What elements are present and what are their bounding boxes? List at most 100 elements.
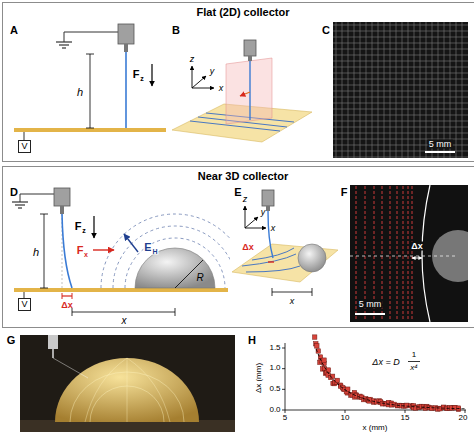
offset-label: Δx [60,301,73,310]
sphere-image [432,230,468,282]
grid-fiber [333,97,468,98]
grid-fiber [342,22,343,158]
tick-label: 10 [340,414,351,422]
data-point [315,344,319,348]
ground-symbol [15,204,25,205]
fiber-line [252,248,294,260]
figure-panel: Flat (2D) collectorV [2,2,474,162]
grid-fiber [456,22,457,158]
voltage-wire [24,132,25,140]
ground-wire [64,32,118,42]
grid-fiber [444,22,445,158]
fiber-line [397,186,398,321]
force-label: F [76,245,85,256]
field-arrow [124,234,138,252]
data-point [326,368,330,372]
jet [249,61,250,120]
data-point [452,405,456,409]
hemisphere [135,248,215,288]
scale-bar [425,151,455,153]
fiber-line [412,186,413,321]
tick [282,348,285,349]
tick [285,410,286,413]
axis-title: Δx (mm) [255,362,263,394]
data-point [405,403,409,407]
axis-arrow [245,228,266,229]
ground-wire [20,194,54,202]
grid-fiber [414,22,415,158]
grid-fiber [426,22,427,158]
grid-fiber [372,22,373,158]
axis-title: x (mm) [362,424,389,432]
photo-nozzle [48,335,58,349]
fiber-line [390,186,391,321]
tick [282,368,285,369]
tick-label: 5 [282,414,288,422]
grid-fiber [333,67,468,68]
axis-arrow [245,217,258,228]
grid-fiber [450,22,451,158]
grid-fiber [333,55,468,56]
ground-symbol [56,41,72,42]
axis-label: x [270,224,277,233]
axis-arrow [245,206,246,228]
grid-fiber [333,37,468,38]
flat-3d-sketch [172,40,312,142]
y-axis [285,343,286,410]
radius-label: R [195,273,204,283]
fiber-line [242,254,296,266]
grid-fiber [333,43,468,44]
dome-texture [127,358,170,422]
grid-fiber [333,157,468,158]
nozzle [118,24,134,44]
sphere [298,244,326,272]
fiber-line [403,186,404,321]
axis-arrow [192,66,193,88]
grid-fiber [333,109,468,110]
dimension-tick [272,288,273,296]
force-subscript: z [81,227,87,234]
grid-fiber [348,22,349,158]
grid-fiber [462,22,463,158]
panel-letter: B [171,25,181,36]
tick-label: 20 [458,414,469,422]
height-dimension [90,54,91,128]
tick [405,410,406,413]
offset-mark [62,293,63,299]
offset-chart [282,335,466,413]
panel-title: Flat (2D) collector [3,6,474,18]
tick [345,410,346,413]
force-arrow [93,249,114,250]
dimension-tick [312,288,313,296]
axis-label: y [260,208,267,217]
grid-fiber [354,22,355,158]
ground-symbol [59,44,69,45]
equation: Δx = D [371,358,400,367]
dimension-tick [86,54,94,55]
grid-fiber [333,61,468,62]
nozzle [244,40,256,56]
fiber-dome [55,358,199,422]
grid-fiber [333,85,468,86]
dome-texture [127,358,128,422]
grid-fiber [333,115,468,116]
jet [62,214,72,288]
near-3d-sketch [232,190,338,296]
distance-label: x [289,297,296,306]
equation: x⁴ [409,364,418,372]
tick [282,410,285,411]
panel-letter: C [321,25,331,36]
nozzle-tip [266,206,270,211]
nozzle-tip [60,206,64,214]
dome-texture [85,358,127,422]
panel-letter: A [9,25,19,36]
axis-label: x [218,84,225,93]
grid-fiber [432,22,433,158]
fit-curve [316,349,465,409]
grid-fiber [333,31,468,32]
voltage-box: V [18,140,31,153]
grid-fiber [333,103,468,104]
voltage-box: V [18,298,31,311]
